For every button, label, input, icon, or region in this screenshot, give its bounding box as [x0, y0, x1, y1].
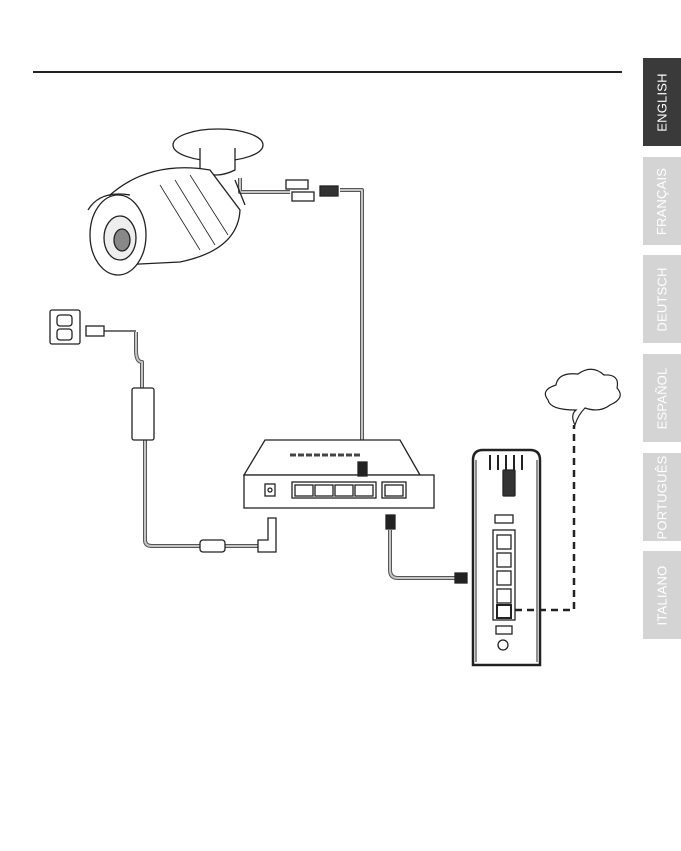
router-icon [454, 448, 542, 667]
tab-label: DEUTSCH [654, 266, 670, 332]
tab-portugues[interactable]: PORTUGUÊS [643, 453, 681, 541]
cloud-icon [544, 368, 621, 427]
header-rule [33, 71, 622, 73]
tab-english[interactable]: ENGLISH [643, 58, 681, 146]
tab-label: ESPAÑOL [654, 367, 670, 429]
tab-label: PORTUGUÊS [654, 455, 670, 539]
tab-label: FRANÇAIS [654, 167, 670, 235]
tab-italiano[interactable]: ITALIANO [643, 551, 681, 639]
network-switch-icon [242, 439, 435, 530]
tab-label: ENGLISH [654, 72, 670, 132]
tab-label: ITALIANO [654, 565, 670, 625]
bullet-camera-icon [87, 128, 339, 276]
internet-link-line [515, 425, 576, 612]
connection-diagram [49, 128, 621, 667]
power-adapter-icon [131, 387, 277, 553]
tab-francais[interactable]: FRANÇAIS [643, 157, 681, 245]
tab-espanol[interactable]: ESPAÑOL [643, 354, 681, 442]
tab-deutsch[interactable]: DEUTSCH [643, 255, 681, 343]
power-outlet-icon [49, 309, 136, 345]
